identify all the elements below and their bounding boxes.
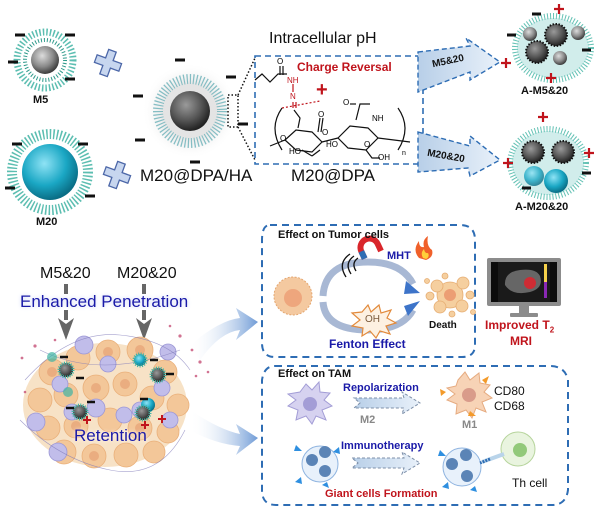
aggregate-m20-20 xyxy=(507,126,589,200)
chem-o-acetyl: O xyxy=(343,98,350,107)
m20-nanoparticle xyxy=(7,129,93,215)
zoom-indicator xyxy=(227,57,256,161)
mht-label: MHT xyxy=(387,250,411,262)
m20-label: M20 xyxy=(36,216,58,228)
immunotherapy-label: Immunotherapy xyxy=(341,440,424,452)
oh-burst-icon xyxy=(350,303,398,340)
m2-macrophage xyxy=(286,380,334,425)
aggregate-m20-20-charges xyxy=(503,112,594,190)
chem-n-subscript: n xyxy=(402,150,406,157)
chem-o-ring1: O xyxy=(280,134,287,143)
aggregate-m5-20 xyxy=(512,13,594,83)
plus-icon-lower xyxy=(102,160,132,190)
giant-cells-label: Giant cells Formation xyxy=(325,488,438,500)
composite-nanoparticle xyxy=(142,63,238,159)
m2-label: M2 xyxy=(360,414,376,426)
retention-label: Retention xyxy=(74,426,147,445)
down-arrow-right xyxy=(136,284,152,340)
m1-macrophage xyxy=(440,371,494,420)
aggregate-upper-label: A-M5&20 xyxy=(521,85,569,97)
magnet-icon xyxy=(357,235,384,260)
tam-panel-title: Effect on TAM xyxy=(278,368,352,380)
arrow-upper xyxy=(417,37,502,94)
giant-cell-right xyxy=(438,447,482,492)
marker-cd80: CD80 xyxy=(494,384,525,398)
charge-reversal-label: Charge Reversal xyxy=(297,60,392,74)
arrow-to-tumor-panel xyxy=(190,308,258,360)
aggregate-lower-label: A-M20&20 xyxy=(515,201,569,213)
chem-ho-1: HO xyxy=(289,147,301,156)
fire-icon xyxy=(415,236,433,260)
death-label: Death xyxy=(429,320,457,331)
polymer-label: M20@DPA xyxy=(291,166,376,185)
chem-o-ring2: O xyxy=(322,128,329,137)
mri-label-line1: Improved T2 xyxy=(485,318,554,334)
aggregate-m5-20-charges xyxy=(501,4,591,83)
chem-structure xyxy=(254,66,411,159)
m20-charges xyxy=(5,142,95,198)
th-cell xyxy=(479,431,536,467)
chem-structure-box xyxy=(254,55,424,165)
chem-n: N xyxy=(290,92,296,101)
plus-icon-upper xyxy=(93,48,123,78)
chem-o-ketone: O xyxy=(318,110,325,119)
m5-label: M5 xyxy=(33,94,49,106)
m1-label: M1 xyxy=(462,419,478,431)
mri-label-main: Improved T xyxy=(485,318,550,332)
label-m5-20: M5&20 xyxy=(40,265,91,282)
repolarization-label: Repolarization xyxy=(343,382,419,394)
wave-icon xyxy=(341,253,359,278)
chem-nh-2: NH xyxy=(372,114,384,123)
marker-cd68: CD68 xyxy=(494,399,525,413)
fenton-label: Fenton Effect xyxy=(329,337,406,351)
immunotherapy-arrow xyxy=(350,450,421,476)
chem-o: O xyxy=(277,57,284,66)
repolarization-arrow xyxy=(352,390,421,416)
chem-ho-2: HO xyxy=(326,140,338,149)
positive-charge: + xyxy=(316,79,328,101)
m5-charges xyxy=(8,33,75,81)
arrow-lower xyxy=(417,131,502,178)
mri-label-line2: MRI xyxy=(510,334,532,348)
tumor-tissue xyxy=(19,324,210,472)
oh-label: OH xyxy=(365,314,380,325)
trigger-label: Intracellular pH xyxy=(269,30,377,47)
label-m20-20: M20&20 xyxy=(117,265,177,282)
th-cell-label: Th cell xyxy=(512,476,548,490)
tumor-cell xyxy=(273,276,313,316)
down-arrow-left xyxy=(58,284,74,340)
composite-charges xyxy=(133,58,248,164)
composite-label: M20@DPA/HA xyxy=(140,166,253,185)
tam-panel-border xyxy=(261,365,569,506)
m5-nanoparticle xyxy=(13,28,77,92)
penetration-label: Enhanced Penetration xyxy=(20,292,189,311)
tumor-panel-border xyxy=(261,224,476,358)
mri-monitor-icon xyxy=(487,258,561,317)
mri-label-subscript: 2 xyxy=(549,325,555,335)
chem-oh: OH xyxy=(378,153,390,162)
arrow-to-tam-panel xyxy=(190,410,258,455)
giant-cell-left xyxy=(294,445,340,488)
chem-nh: NH xyxy=(287,76,299,85)
tumor-panel-title: Effect on Tumor cells xyxy=(278,229,390,241)
chem-o-ring3: O xyxy=(364,140,371,149)
dying-cell xyxy=(424,272,476,318)
